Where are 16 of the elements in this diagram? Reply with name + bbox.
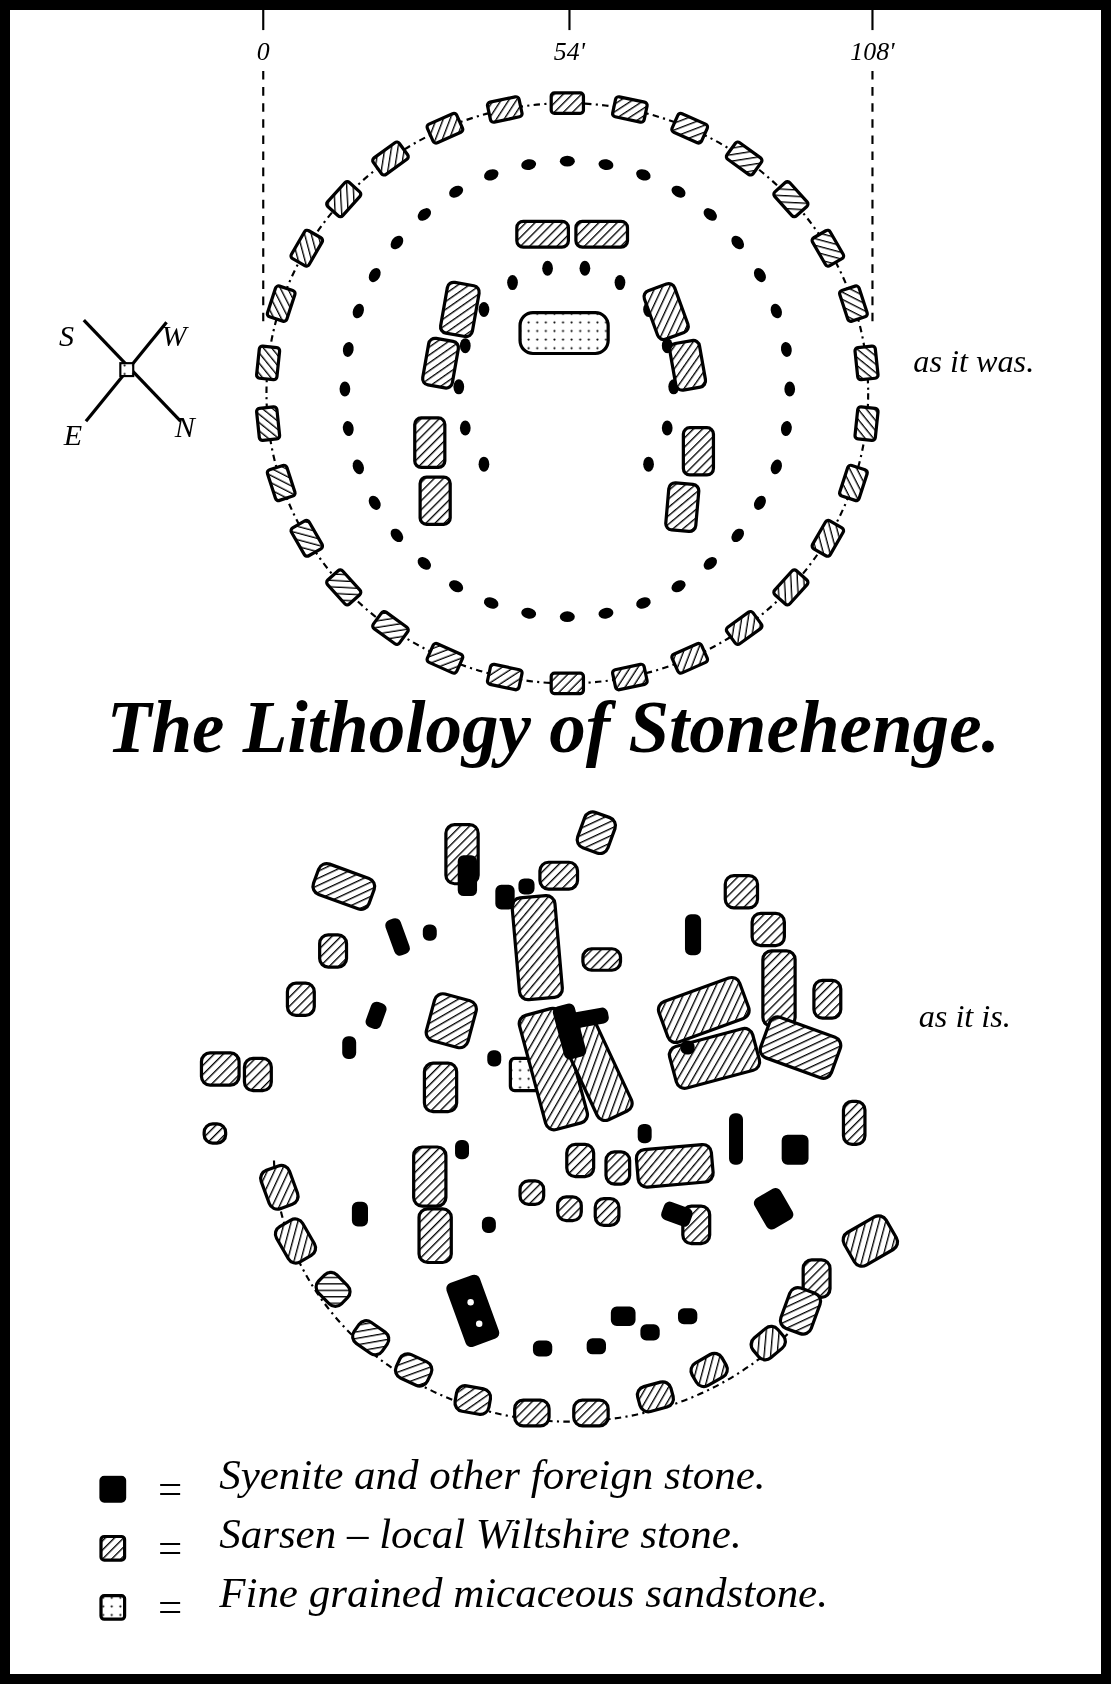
legend-text: Fine grained micaceous sandstone. bbox=[219, 1571, 828, 1615]
equals-sign: = bbox=[155, 1467, 185, 1511]
legend-text: Syenite and other foreign stone. bbox=[219, 1453, 766, 1497]
dimension-label: 108' bbox=[850, 38, 895, 65]
legend-text: Sarsen – local Wiltshire stone. bbox=[219, 1512, 742, 1556]
compass-letter: N bbox=[174, 412, 195, 443]
equals-sign: = bbox=[155, 1585, 185, 1629]
compass-letter: E bbox=[63, 420, 83, 451]
title: The Lithology of Stonehenge. bbox=[105, 687, 1001, 769]
plan-caption: as it is. bbox=[918, 1000, 1011, 1033]
dimension-label: 0 bbox=[256, 38, 270, 65]
compass-letter: S bbox=[59, 321, 75, 352]
dimension-label: 54' bbox=[553, 38, 586, 65]
equals-sign: = bbox=[155, 1526, 185, 1570]
plan-caption: as it was. bbox=[913, 344, 1035, 378]
compass-letter: W bbox=[161, 321, 187, 352]
